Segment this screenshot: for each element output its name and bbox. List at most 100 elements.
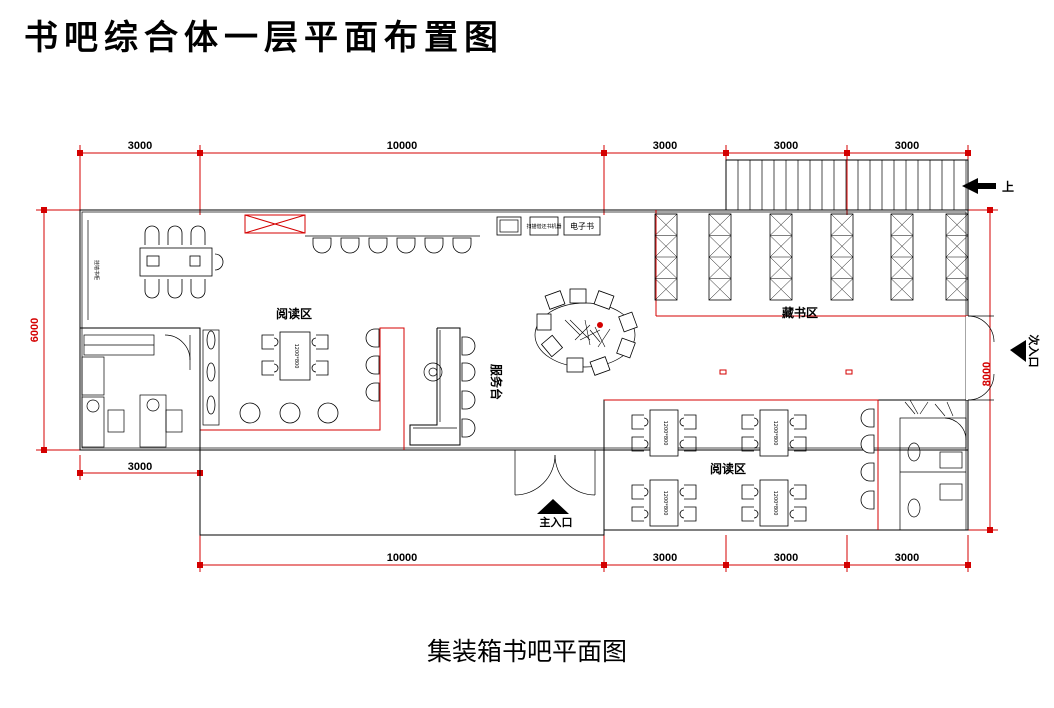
wall-seat: [206, 330, 216, 350]
stool: [860, 490, 875, 510]
stool: [317, 402, 339, 424]
bottom-dimension-lines: 3000 10000 3000 3000 3000: [77, 455, 971, 572]
chair: [167, 279, 183, 299]
reading-area-left: 阅读区 1200*800: [202, 306, 380, 426]
stool: [461, 362, 476, 382]
chair: [741, 484, 759, 500]
ebook-kiosks: 扫描借还书机器 电子书: [496, 216, 601, 236]
stool: [860, 462, 875, 482]
stairs-label: 上: [1002, 179, 1014, 194]
bottom-dim-1: 3000: [128, 461, 152, 473]
reading-table: 1200*800: [741, 479, 807, 527]
bar-stool: [312, 237, 332, 254]
main-entrance-label: 主入口: [540, 515, 573, 529]
stool: [365, 355, 380, 375]
lounge-chair: [593, 290, 615, 310]
chair: [311, 334, 329, 350]
top-dim-5: 3000: [895, 140, 919, 152]
wall-seat: [206, 395, 216, 415]
stool: [279, 402, 301, 424]
right-dim: 8000: [981, 362, 993, 386]
chair: [214, 253, 224, 271]
bookshelf: [708, 213, 732, 301]
stool: [239, 402, 261, 424]
meeting-table: [139, 225, 224, 299]
bar-stool: [424, 237, 444, 254]
reading-table: 1200*800: [631, 479, 697, 527]
chair: [144, 225, 160, 245]
table-size-right: 1200*800: [772, 491, 778, 516]
bookshelf: [769, 213, 793, 301]
chair: [679, 484, 697, 500]
chair: [679, 436, 697, 452]
side-entrance-label: 次入口: [1027, 335, 1041, 368]
chair: [167, 225, 183, 245]
chair: [261, 360, 279, 376]
lounge-chair: [566, 357, 584, 373]
bottom-dim-3: 3000: [653, 552, 677, 564]
lounge-chair: [618, 311, 638, 333]
top-dim-3: 3000: [653, 140, 677, 152]
bar-stools: [305, 235, 480, 254]
service-desk: 服务台: [409, 327, 504, 446]
chair: [789, 506, 807, 522]
stool: [461, 336, 476, 356]
bottom-dim-2: 10000: [387, 552, 418, 564]
chair: [631, 414, 649, 430]
reading-area-left-label: 阅读区: [276, 306, 312, 321]
chair: [789, 484, 807, 500]
stool: [461, 418, 476, 438]
ebook-reader-label: 扫描借还书机器: [526, 223, 561, 230]
main-entrance: 主入口: [514, 450, 596, 529]
restrooms: [899, 399, 967, 531]
marker: [719, 369, 727, 375]
table-size-right: 1200*800: [662, 421, 668, 446]
ebook-label: 电子书: [570, 221, 594, 231]
chair: [741, 506, 759, 522]
wall-seat: [206, 362, 216, 382]
drawing-title: 书吧综合体一层平面布置图: [24, 18, 504, 58]
bottom-dim-4: 3000: [774, 552, 798, 564]
chair: [741, 436, 759, 452]
reading-area-right-label: 阅读区: [710, 461, 746, 476]
left-dimension-line: 6000: [29, 207, 80, 453]
chair: [631, 506, 649, 522]
bookshelf: [830, 213, 854, 301]
chair: [741, 414, 759, 430]
top-dim-2: 10000: [387, 140, 418, 152]
lounge-chair: [569, 288, 587, 304]
chair: [789, 436, 807, 452]
chair: [311, 360, 329, 376]
table-size-right: 1200*800: [662, 491, 668, 516]
reading-area-right: 阅读区 1200*800 1200*800 1200*800 1200*800: [631, 408, 875, 527]
stool: [860, 434, 875, 454]
left-dim: 6000: [29, 318, 41, 342]
table-size-right: 1200*800: [772, 421, 778, 446]
stool: [365, 328, 380, 348]
reading-table: 1200*800: [741, 409, 807, 457]
bar-stool: [368, 237, 388, 254]
stairs-up-arrow: 上: [962, 178, 1014, 194]
bar-stool: [396, 237, 416, 254]
wall-bookshelf: 挂墙书柜: [87, 220, 100, 320]
chair: [631, 436, 649, 452]
chair: [679, 506, 697, 522]
stool: [461, 390, 476, 410]
wall-cabinet-label: 挂墙书柜: [93, 260, 100, 280]
lounge-chair: [589, 356, 611, 376]
stool: [365, 382, 380, 402]
chair: [261, 334, 279, 350]
utility-area: [79, 327, 201, 451]
lounge-chair: [540, 334, 564, 358]
lounge-seating: [534, 288, 638, 376]
top-dim-1: 3000: [128, 140, 152, 152]
lounge-chair: [544, 290, 566, 310]
staircase: [725, 159, 969, 211]
lounge-chair: [616, 337, 636, 359]
lounge-chair: [536, 313, 552, 331]
top-dim-4: 3000: [774, 140, 798, 152]
bookshelf: [945, 213, 969, 301]
bookshelf: [890, 213, 914, 301]
stool: [860, 408, 875, 428]
